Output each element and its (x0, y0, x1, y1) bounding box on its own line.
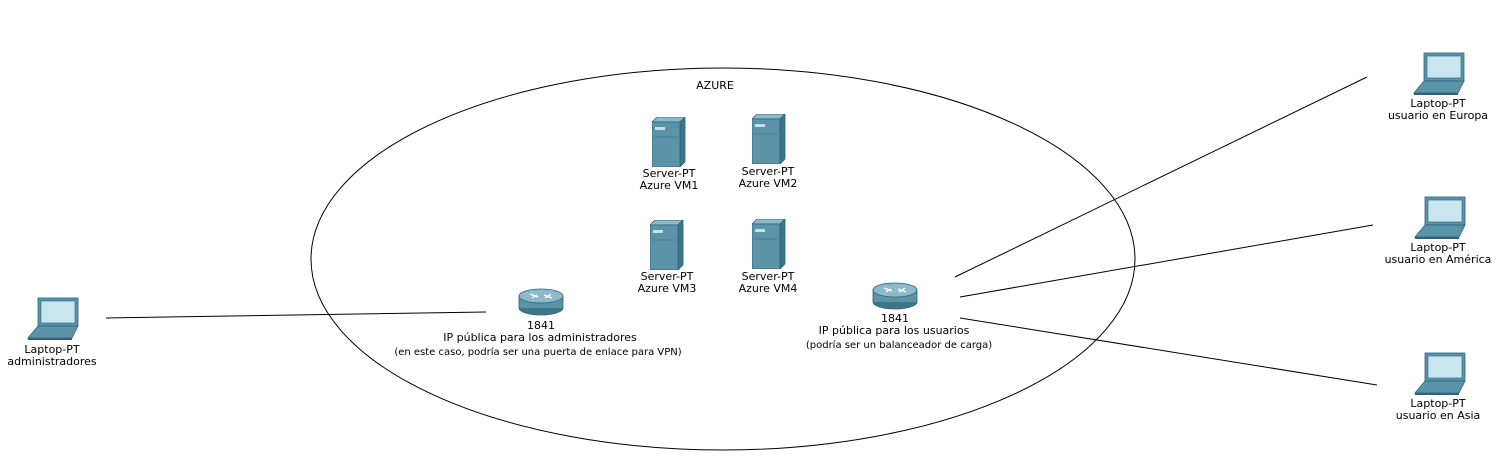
laptop-admin-name: administradores (7, 355, 97, 368)
router-admin[interactable] (518, 286, 564, 320)
server-icon (751, 113, 786, 165)
router-admin-model: 1841 (527, 319, 555, 332)
router-users-name: IP pública para los usuarios (818, 324, 970, 337)
server-vm3-type: Server-PT (640, 270, 694, 283)
server-icon (649, 219, 684, 271)
router-icon (518, 288, 564, 316)
router-admin-name: IP pública para los administradores (443, 331, 637, 344)
router-icon (872, 282, 918, 310)
server-icon (751, 218, 786, 270)
router-users-note: (podría ser un balanceador de carga) (805, 340, 993, 351)
laptop-europe-type: Laptop-PT (1410, 97, 1466, 110)
router-users-model: 1841 (881, 312, 909, 325)
server-vm3[interactable] (649, 219, 684, 274)
server-vm1-type: Server-PT (642, 167, 696, 180)
laptop-icon (27, 297, 79, 340)
server-icon (651, 116, 686, 168)
server-vm4[interactable] (751, 218, 786, 273)
laptop-europe-name: usuario en Europa (1387, 109, 1489, 122)
router-admin-note: (en este caso, podría ser una puerta de … (394, 347, 682, 358)
link-admin-laptop-to-admin-router (105, 311, 487, 319)
link-user-router-to-america (959, 224, 1374, 298)
laptop-america-type: Laptop-PT (1410, 241, 1466, 254)
laptop-icon (1413, 52, 1465, 95)
laptop-asia[interactable] (1413, 352, 1469, 400)
laptop-america-name: usuario en América (1384, 253, 1492, 266)
server-vm2-type: Server-PT (741, 165, 795, 178)
laptop-icon (1414, 352, 1466, 395)
server-vm4-type: Server-PT (741, 270, 795, 283)
azure-cloud-ellipse (310, 67, 1136, 451)
link-user-router-to-europe (954, 76, 1368, 278)
server-vm4-name: Azure VM4 (738, 282, 798, 295)
laptop-admin[interactable] (26, 297, 82, 345)
laptop-europe[interactable] (1412, 52, 1468, 100)
server-vm2[interactable] (751, 113, 786, 168)
link-user-router-to-asia (959, 317, 1378, 386)
server-vm2-name: Azure VM2 (738, 177, 798, 190)
laptop-asia-name: usuario en Asia (1395, 409, 1481, 422)
router-users[interactable] (872, 280, 918, 314)
server-vm3-name: Azure VM3 (637, 282, 697, 295)
laptop-asia-type: Laptop-PT (1410, 397, 1466, 410)
server-vm1-name: Azure VM1 (639, 179, 699, 192)
laptop-america[interactable] (1413, 196, 1469, 244)
server-vm1[interactable] (651, 116, 686, 171)
laptop-admin-type: Laptop-PT (24, 343, 80, 356)
laptop-icon (1414, 196, 1466, 239)
azure-cloud-label: AZURE (696, 79, 734, 92)
